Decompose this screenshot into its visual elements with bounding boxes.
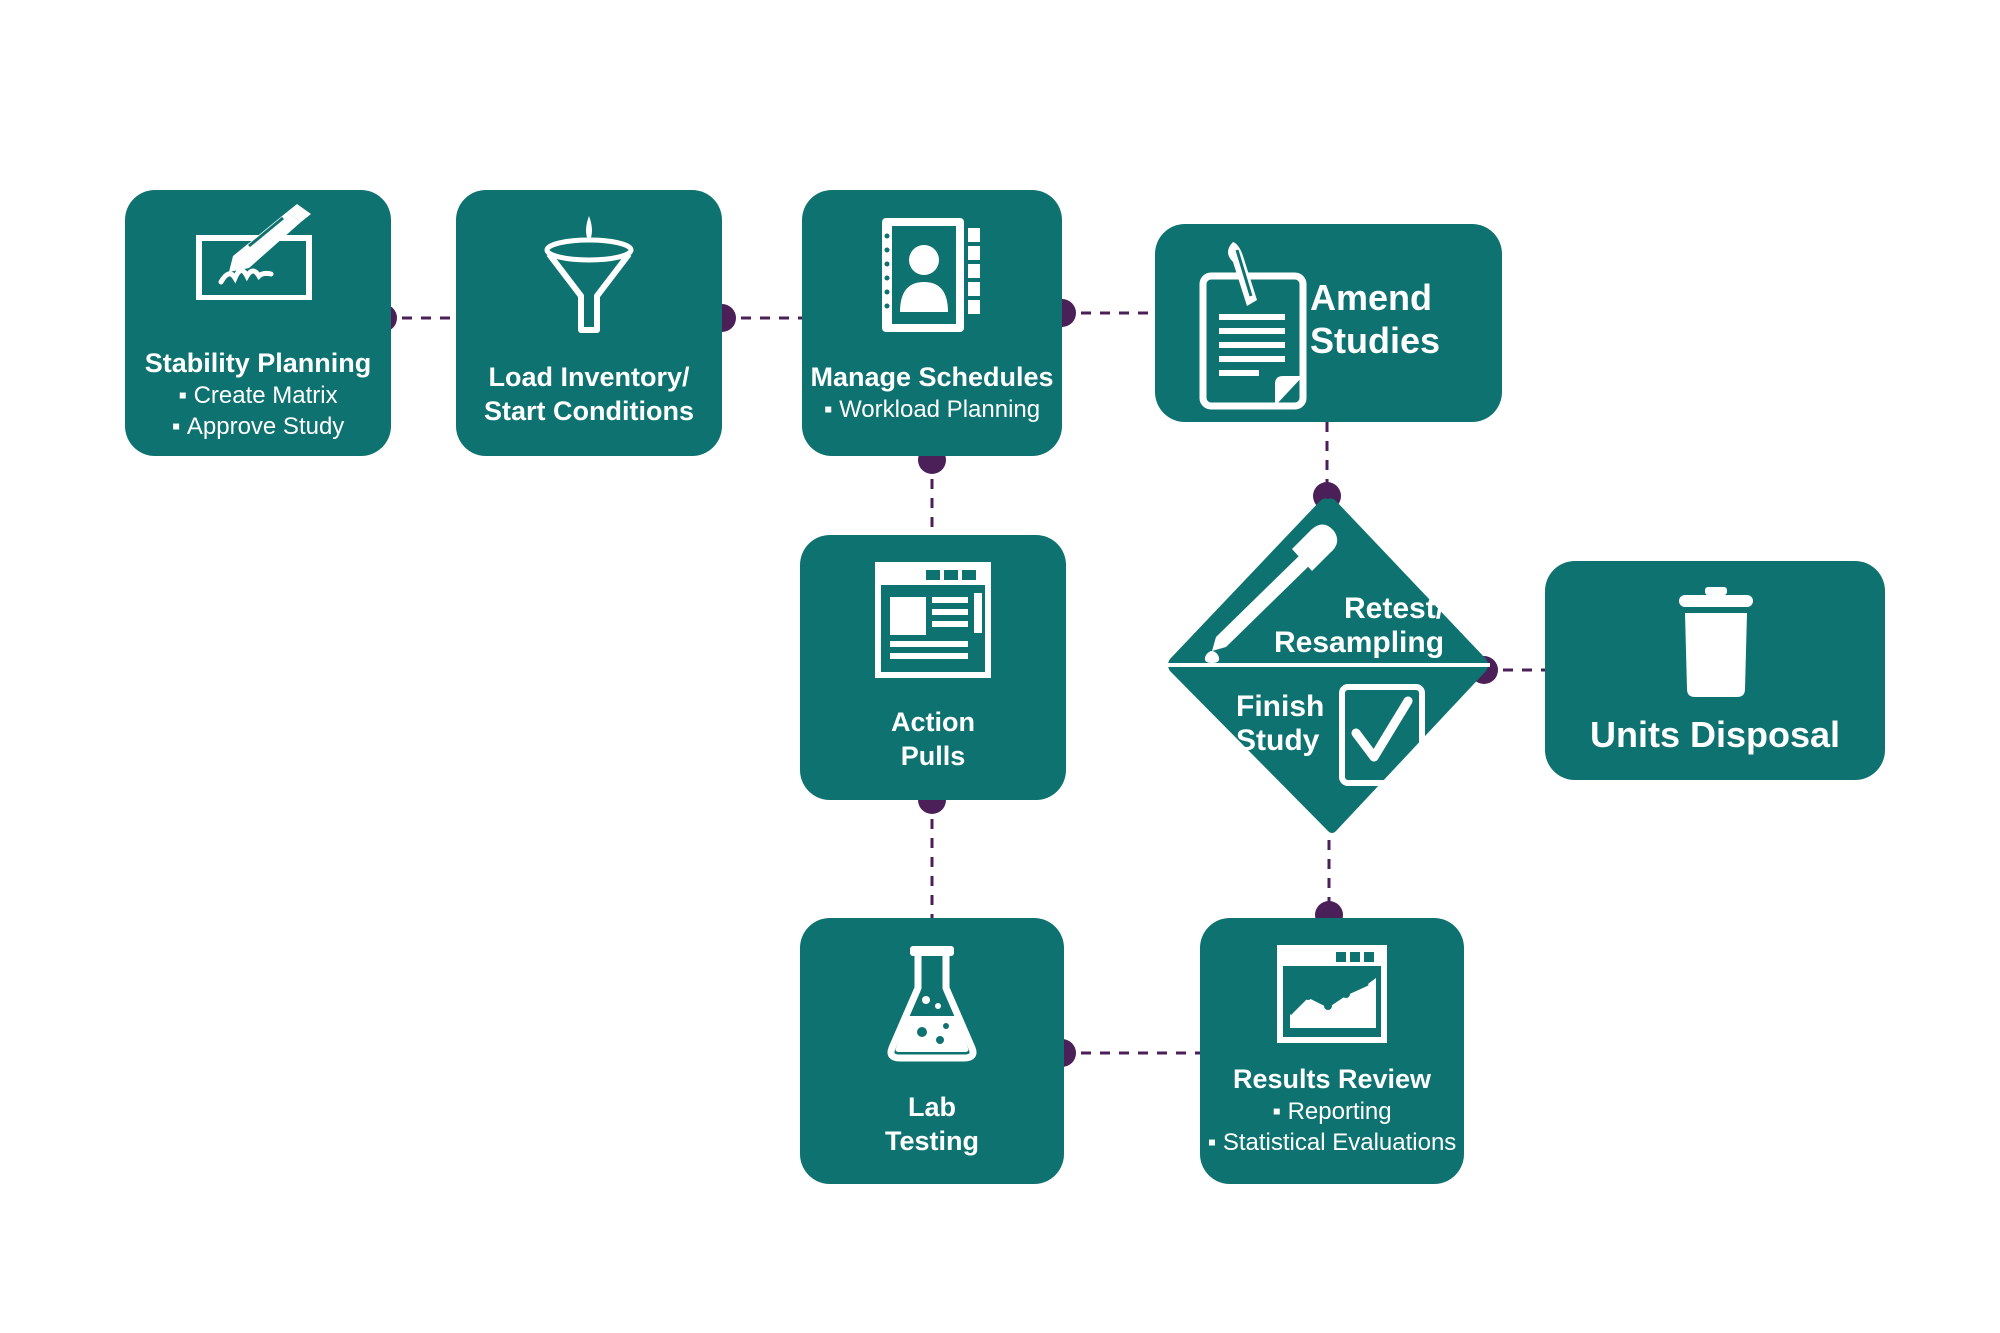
amend-studies-title-line2: Studies bbox=[1310, 320, 1441, 361]
results-review-item-reporting: Reporting bbox=[1200, 1096, 1464, 1127]
line-chart-window-icon bbox=[1276, 944, 1388, 1044]
stability-planning-title: Stability Planning bbox=[144, 348, 372, 378]
finish-study-title-line2: Study bbox=[1236, 724, 1320, 757]
retest-title-line2: Resampling bbox=[1274, 626, 1445, 659]
finish-study-label: Finish Study bbox=[1236, 690, 1324, 758]
action-pulls-card[interactable]: Action Pulls bbox=[800, 535, 1066, 800]
manage-schedules-card[interactable]: Manage Schedules Workload Planning bbox=[802, 190, 1062, 456]
stability-planning-item-approve-study: Approve Study bbox=[125, 411, 391, 442]
trash-can-icon bbox=[1675, 587, 1757, 697]
stability-planning-card[interactable]: Stability Planning Create Matrix Approve… bbox=[125, 190, 391, 456]
retest-title-line1: Retest/ bbox=[1344, 592, 1445, 625]
results-review-card[interactable]: Results Review Reporting Statistical Eva… bbox=[1200, 918, 1464, 1184]
funnel-icon bbox=[544, 214, 634, 334]
lab-testing-card[interactable]: Lab Testing bbox=[800, 918, 1064, 1184]
dropper-icon bbox=[1204, 524, 1338, 663]
amend-studies-card[interactable]: Amend Studies bbox=[1155, 224, 1502, 422]
retest-label: Retest/ Resampling bbox=[1274, 592, 1444, 660]
units-disposal-title: Units Disposal bbox=[1589, 714, 1841, 755]
action-pulls-title-line2: Pulls bbox=[900, 741, 966, 771]
address-book-icon bbox=[876, 216, 988, 336]
action-pulls-title-line1: Action bbox=[891, 707, 975, 737]
load-inventory-card[interactable]: Load Inventory/ Start Conditions bbox=[456, 190, 722, 456]
results-review-title: Results Review bbox=[1232, 1064, 1432, 1094]
manage-schedules-item-workload-planning: Workload Planning bbox=[802, 394, 1062, 425]
clipboard-document-icon bbox=[1195, 236, 1313, 414]
decision-diamond[interactable] bbox=[1152, 495, 1504, 840]
lab-testing-title-line1: Lab bbox=[907, 1092, 956, 1122]
flask-icon bbox=[886, 944, 978, 1062]
units-disposal-card[interactable]: Units Disposal bbox=[1545, 561, 1885, 780]
signature-pen-icon bbox=[193, 200, 323, 300]
amend-studies-title-line1: Amend bbox=[1310, 277, 1433, 318]
browser-window-icon bbox=[874, 561, 992, 679]
load-inventory-title-line2: Start Conditions bbox=[484, 396, 694, 426]
finish-study-title-line1: Finish bbox=[1236, 690, 1325, 723]
lab-testing-title-line2: Testing bbox=[885, 1126, 979, 1156]
manage-schedules-title: Manage Schedules bbox=[810, 362, 1054, 392]
results-review-item-statistical-evaluations: Statistical Evaluations bbox=[1200, 1127, 1464, 1158]
stability-planning-item-create-matrix: Create Matrix bbox=[125, 380, 391, 411]
load-inventory-title-line1: Load Inventory/ bbox=[488, 362, 690, 392]
checkmark-document-icon bbox=[1339, 684, 1425, 786]
